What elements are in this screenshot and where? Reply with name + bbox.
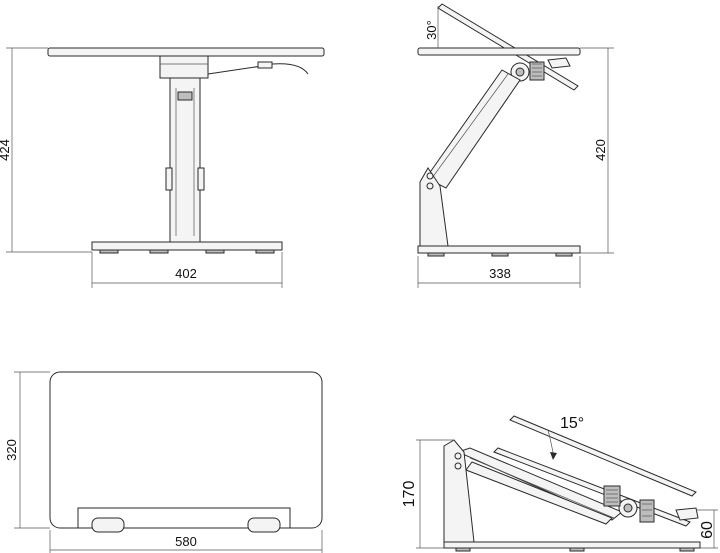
top-foot-left xyxy=(91,517,125,533)
front-hinge-block xyxy=(159,55,209,79)
front-width-label: 402 xyxy=(175,266,197,281)
top-base-foot-bar xyxy=(77,507,291,529)
side-height-label: 420 xyxy=(593,139,608,161)
top-depth-label: 320 xyxy=(4,439,19,461)
folded-base xyxy=(443,541,701,549)
front-column xyxy=(169,77,201,243)
front-height-label: 424 xyxy=(0,139,12,161)
side-width-label: 338 xyxy=(489,266,511,281)
folded-min-height-label: 60 xyxy=(699,521,716,539)
side-view: 30° 338 420 xyxy=(417,3,614,288)
folded-height-label: 170 xyxy=(401,481,418,508)
top-foot-right xyxy=(247,517,281,533)
folded-angle-label: 15° xyxy=(560,415,584,432)
top-plate-outline xyxy=(49,371,323,529)
folded-view: 15° 170 60 xyxy=(401,415,718,552)
top-view: 580 320 xyxy=(4,371,323,553)
front-top-plate xyxy=(47,47,325,57)
front-view: 402 424 xyxy=(0,47,325,288)
side-arm xyxy=(425,69,521,189)
folded-top-plate xyxy=(509,415,697,497)
side-top-plate-flat xyxy=(417,47,581,56)
folded-arm xyxy=(456,447,623,521)
top-width-label: 580 xyxy=(175,534,197,549)
side-base xyxy=(417,245,581,254)
side-angle-label: 30° xyxy=(424,20,439,40)
front-base xyxy=(91,241,283,251)
